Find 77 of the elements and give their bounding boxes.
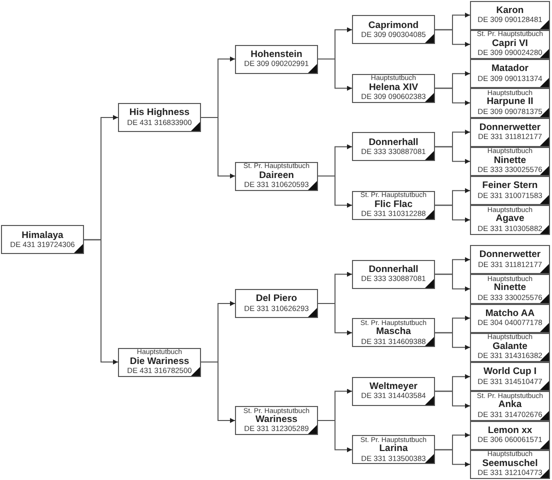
horse-name: Capri VI (492, 38, 528, 50)
pedigree-box (470, 332, 550, 362)
pedigree-box (1, 225, 84, 254)
horse-name: Flic Flac (374, 200, 412, 210)
horse-name: Seemuschel (482, 458, 538, 470)
pedigree-box (235, 162, 318, 190)
pedigree-box (352, 376, 435, 406)
connector-arrow (318, 420, 352, 452)
horse-name: Matador (492, 64, 528, 75)
pedigree-box (470, 304, 550, 333)
pedigree-box (470, 30, 550, 59)
connector-arrow (434, 146, 470, 164)
pedigree-box (470, 362, 550, 392)
pedigree-box (470, 205, 550, 234)
connector-arrow (84, 239, 118, 364)
horse-name: Harpune II (486, 97, 534, 108)
pedigree-box (235, 289, 318, 318)
pedigree-box (470, 245, 550, 274)
horse-name: Daireen (259, 170, 294, 181)
pedigree-box (470, 420, 550, 450)
horse-name: Matcho AA (485, 308, 535, 320)
horse-name: Die Wariness (130, 356, 190, 367)
horse-name: Weltmeyer (370, 382, 418, 392)
horse-name: Donnerhall (368, 265, 418, 276)
horse-name: Himalaya (22, 230, 64, 241)
horse-name: Donnerwetter (479, 250, 541, 261)
horse-name: Del Piero (256, 294, 298, 305)
pedigree-box (352, 260, 435, 289)
connector-arrow (434, 449, 470, 467)
horse-name: Ninette (494, 156, 526, 166)
pedigree-box (352, 190, 435, 220)
horse-name: Wariness (256, 415, 298, 426)
connector-arrow (434, 332, 470, 350)
horse-name: Agave (496, 214, 524, 225)
horse-name: Helena XIV (368, 82, 418, 94)
pedigree-box (352, 318, 435, 348)
connector-arrow (434, 204, 470, 222)
horse-name: His Highness (129, 108, 190, 119)
horse-name: Larina (379, 444, 408, 455)
connector-arrow (318, 176, 352, 208)
horse-name: Karon (496, 6, 524, 16)
horse-name: World Cup I (483, 367, 537, 378)
horse-name: Donnerwetter (479, 122, 541, 134)
pedigree-box (470, 146, 550, 176)
connector-arrow (318, 303, 352, 336)
pedigree-box (470, 391, 550, 420)
horse-name: Feiner Stern (482, 181, 538, 192)
pedigree-box (352, 132, 435, 162)
horse-name: Anka (498, 400, 522, 411)
pedigree-box (118, 103, 201, 132)
pedigree-box (352, 15, 435, 44)
horse-name: Ninette (494, 283, 526, 294)
pedigree-box (470, 118, 550, 147)
connector-arrow (200, 362, 236, 423)
horse-name: Mascha (376, 327, 411, 338)
horse-name: Donnerhall (368, 138, 418, 148)
connector-arrow (434, 274, 470, 292)
horse-name: Hohenstein (250, 50, 302, 60)
pedigree-box (470, 88, 550, 118)
connector-arrow (434, 390, 470, 408)
pedigree-box (470, 450, 550, 479)
horse-name: Galante (492, 342, 528, 352)
pedigree-box (470, 59, 550, 88)
connector-arrow (318, 58, 352, 91)
pedigree-box (118, 348, 201, 376)
horse-name: Lemon xx (488, 426, 532, 436)
pedigree-box (470, 176, 550, 206)
pedigree-box (352, 74, 435, 103)
horse-name: Caprimond (368, 20, 419, 31)
connector-arrow (200, 117, 236, 178)
pedigree-box (235, 44, 318, 74)
pedigree-box (352, 435, 435, 464)
connector-arrow (434, 29, 470, 47)
connector-arrow (434, 88, 470, 106)
pedigree-box (470, 0, 550, 30)
pedigree-box (470, 274, 550, 304)
pedigree-box (235, 406, 318, 435)
